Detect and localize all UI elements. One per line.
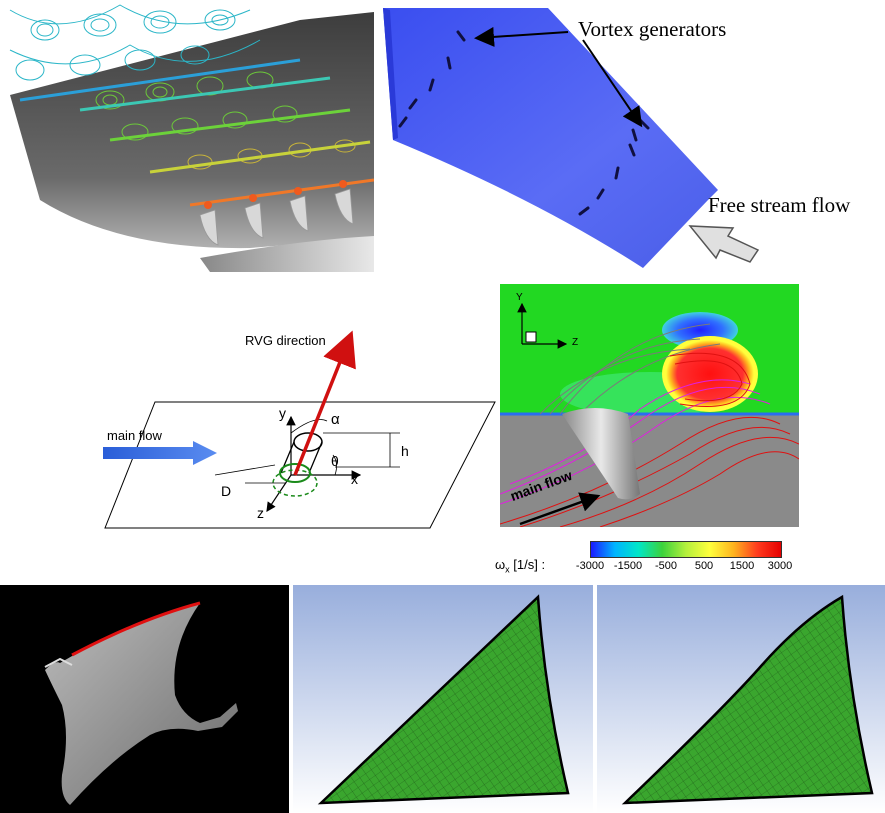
blue-wing-render: Vortex generators Free stream flow [378,0,885,272]
colorbar-tick: 500 [694,560,714,572]
axis-x-label: x [351,471,358,487]
cfd-axis-y-label: Y [516,292,523,303]
vorticity-colorbar: ωx [1/s] : -3000 -1500 -500 500 1500 3000 [495,538,795,576]
colorbar-label: ωx [1/s] : [495,557,545,575]
wing-mesh-render-1 [293,585,593,813]
axis-y-label: y [279,405,286,421]
colorbar-tick: 1500 [729,560,755,572]
rvg-schematic: RVG direction main flow y x z α θ h D [95,325,500,535]
free-stream-flow-label: Free stream flow [708,193,851,217]
cfd-axis-z-label: Z [572,337,579,348]
colorbar-tick: -3000 [575,560,605,572]
colorbar-tick: -500 [654,560,678,572]
manta-ray-photo [0,585,289,813]
colorbar-gradient [590,541,782,558]
vortex-generators-label: Vortex generators [578,17,727,41]
rvg-direction-label: RVG direction [245,333,326,348]
axis-z-label: z [257,505,264,521]
colorbar-subscript: x [505,564,510,575]
h-label: h [401,443,409,459]
wing-contour-render [0,0,374,272]
colorbar-tick: 3000 [767,560,793,572]
alpha-label: α [331,411,340,428]
theta-label: θ [331,453,339,469]
colorbar-ticks: -3000 -1500 -500 500 1500 3000 [576,560,792,574]
colorbar-unit: [1/s] : [509,557,546,572]
colorbar-symbol: ω [495,557,506,572]
colorbar-tick: -1500 [613,560,643,572]
main-flow-label: main flow [107,428,162,443]
cfd-vorticity-render: Y Z main flow [500,284,799,527]
wing-mesh-render-2 [597,585,885,813]
d-label: D [221,483,232,499]
